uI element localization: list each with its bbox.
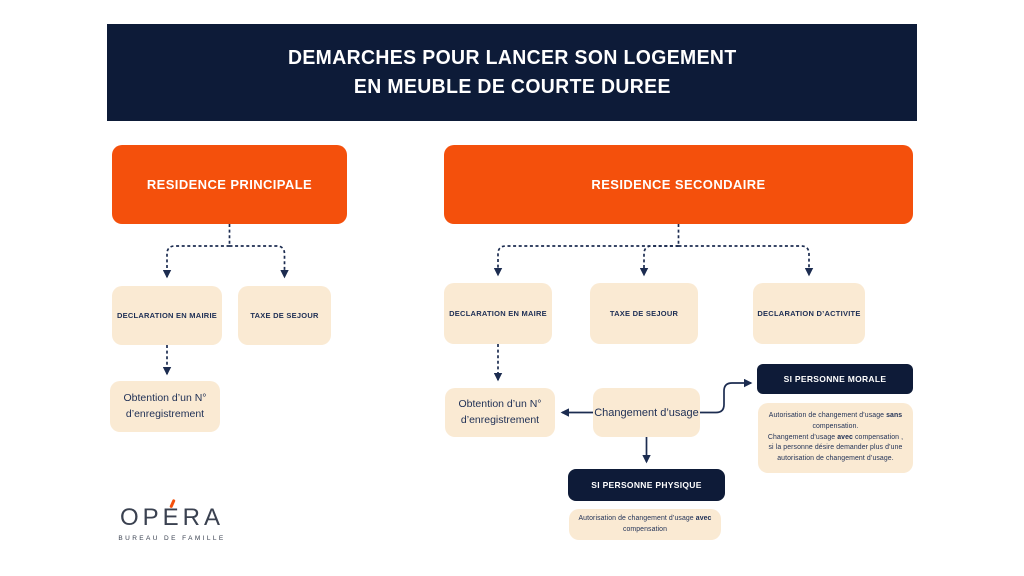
node-label: TAXE DE SEJOUR xyxy=(250,311,319,320)
node-label: RESIDENCE SECONDAIRE xyxy=(591,177,766,192)
wire-usage-to-morale xyxy=(700,378,753,414)
wire-secondaire-left xyxy=(493,245,679,277)
node-obtention-numero-principale: Obtention d’un N° d’enregistrement xyxy=(110,381,220,432)
logo-wordmark: OPERA xyxy=(120,498,224,532)
note-personne-physique: Autorisation de changement d’usage avec … xyxy=(569,509,721,540)
node-declaration-en-mairie: DECLARATION EN MAIRIE xyxy=(112,286,222,345)
wire-secondaire-right xyxy=(678,245,814,277)
node-si-personne-physique: SI PERSONNE PHYSIQUE xyxy=(568,469,725,501)
logo-subtitle: BUREAU DE FAMILLE xyxy=(118,535,226,542)
node-label: Obtention d’un N° d’enregistrement xyxy=(123,391,207,420)
node-changement-usage: Changement d’usage xyxy=(593,388,700,437)
header-banner: DEMARCHES POUR LANCER SON LOGEMENT EN ME… xyxy=(107,24,917,121)
node-label: DECLARATION D’ACTIVITE xyxy=(757,309,861,318)
wire-secondaire-mid xyxy=(639,245,679,277)
node-label: SI PERSONNE PHYSIQUE xyxy=(591,480,702,490)
node-residence-secondaire: RESIDENCE SECONDAIRE xyxy=(444,145,913,224)
node-label: Changement d’usage xyxy=(594,406,699,419)
node-si-personne-morale: SI PERSONNE MORALE xyxy=(757,364,913,394)
node-label: RESIDENCE PRINCIPALE xyxy=(146,177,313,192)
node-declaration-en-maire: DECLARATION EN MAIRE xyxy=(444,283,552,344)
node-label: DECLARATION EN MAIRIE xyxy=(116,311,218,320)
note-text: Autorisation de changement d’usage sans … xyxy=(767,412,904,463)
node-label: TAXE DE SEJOUR xyxy=(609,309,679,318)
opera-logo: OPERA BUREAU DE FAMILLE xyxy=(112,498,232,542)
node-residence-principale: RESIDENCE PRINCIPALE xyxy=(112,145,347,224)
node-taxe-de-sejour-secondaire: TAXE DE SEJOUR xyxy=(590,283,698,344)
wire-principale-right xyxy=(229,245,289,279)
note-personne-morale: Autorisation de changement d’usage sans … xyxy=(758,403,913,473)
node-label: SI PERSONNE MORALE xyxy=(783,374,887,384)
node-taxe-de-sejour-principale: TAXE DE SEJOUR xyxy=(238,286,331,345)
note-text: Autorisation de changement d’usage avec … xyxy=(578,514,712,533)
wire-principale-left xyxy=(162,245,230,279)
node-label: DECLARATION EN MAIRE xyxy=(449,309,547,318)
node-obtention-numero-secondaire: Obtention d’un N° d’enregistrement xyxy=(445,388,555,437)
node-label: Obtention d’un N° d’enregistrement xyxy=(458,397,542,426)
node-declaration-activite: DECLARATION D’ACTIVITE xyxy=(753,283,865,344)
page-title-line2: EN MEUBLE DE COURTE DUREE xyxy=(353,75,671,98)
page-title-line1: DEMARCHES POUR LANCER SON LOGEMENT xyxy=(287,46,737,69)
